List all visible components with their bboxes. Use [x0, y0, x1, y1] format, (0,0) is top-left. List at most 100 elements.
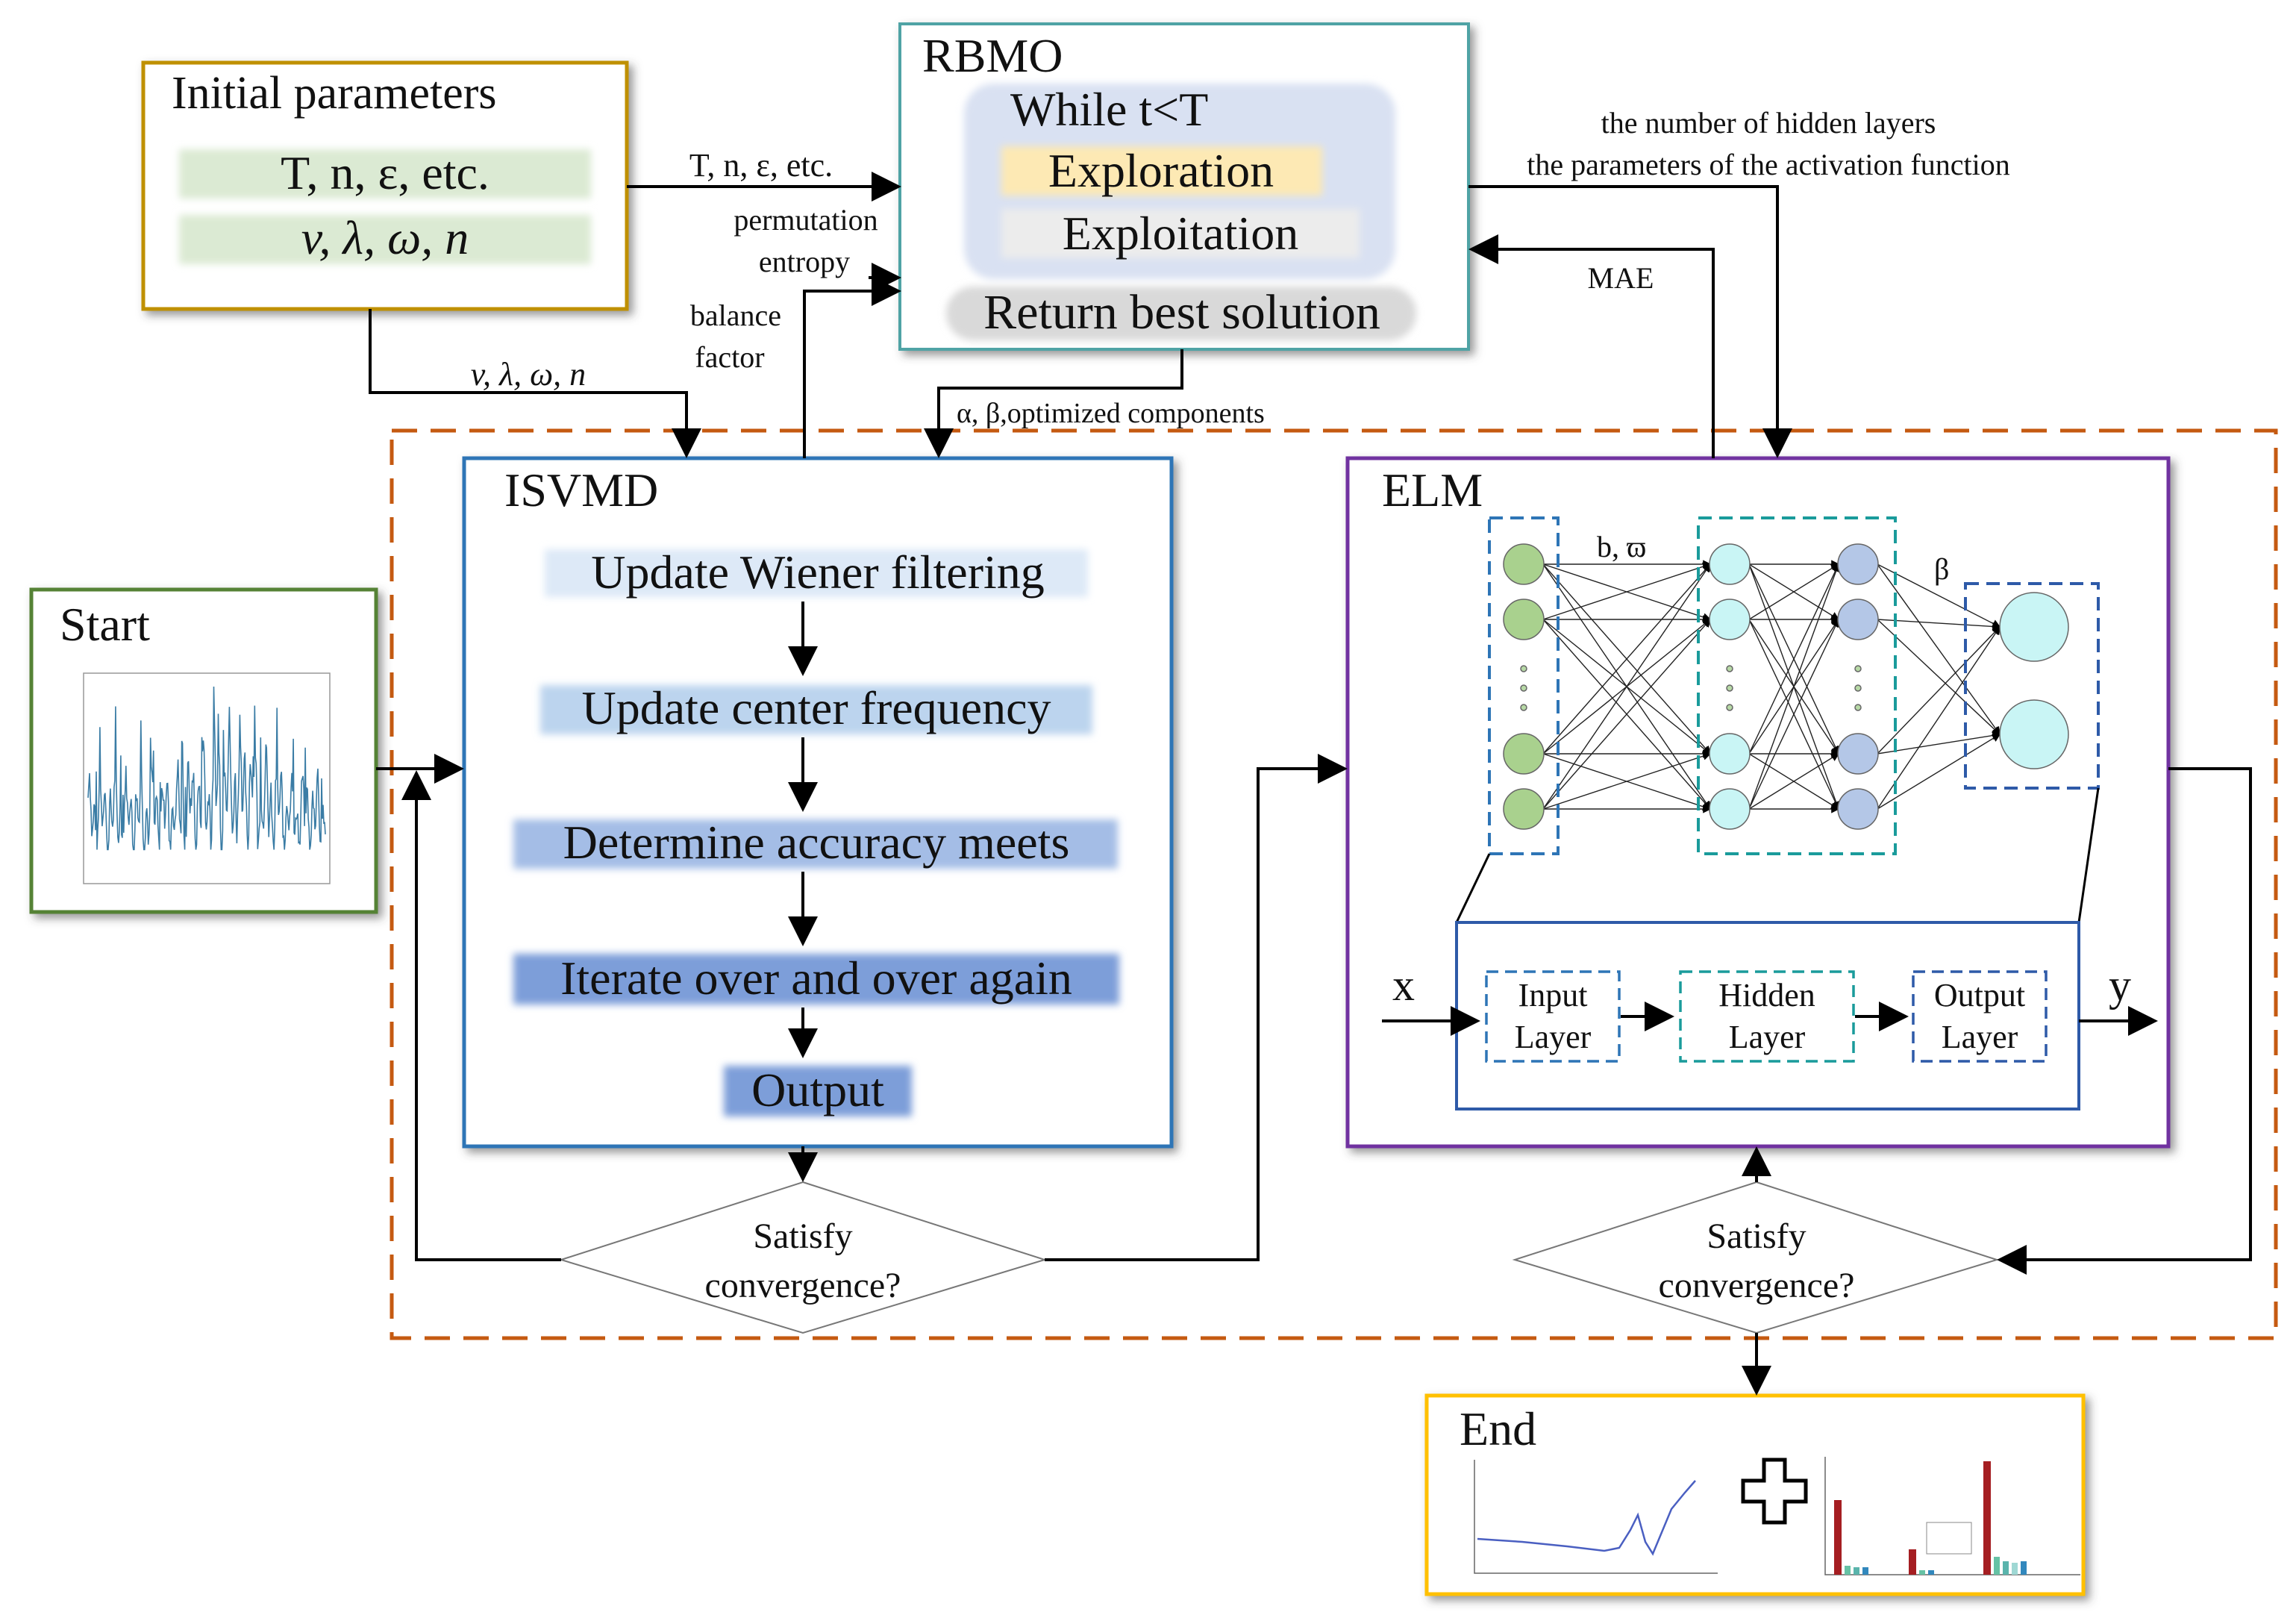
- param-row-1-bg: [179, 149, 591, 199]
- rbmo-to-isvmd-arrow: [924, 349, 1183, 458]
- while-label: While t<T: [1010, 83, 1208, 136]
- network-edge: [1748, 563, 1840, 620]
- ellipsis-dot: [1520, 665, 1527, 672]
- optimization-region: [390, 428, 2278, 1340]
- label-hidden-layers: the number of hidden layers: [1601, 106, 1936, 140]
- label-activation: the parameters of the activation functio…: [1527, 148, 2010, 181]
- b-omega-label: b, ϖ: [1597, 530, 1646, 563]
- network-edge: [1877, 731, 2001, 755]
- ellipsis-dot: [1854, 684, 1862, 692]
- hidden-node: [1837, 599, 1879, 640]
- step-4-bg: [513, 954, 1119, 1005]
- ellipsis-dot: [1726, 684, 1733, 692]
- step-5-bg: [724, 1066, 912, 1116]
- elm-to-decision-right-arrow: [1997, 767, 2252, 1275]
- network-edge: [1748, 563, 1839, 755]
- decision-left-to-elm-arrow: [1045, 754, 1348, 1261]
- decision-right-line-1: Satisfy: [1707, 1216, 1806, 1256]
- isvmd-title: ISVMD: [504, 463, 658, 516]
- schematic-output-label-2: Layer: [1942, 1019, 2018, 1055]
- network-edge: [1542, 618, 1711, 810]
- input-layer-group: [1488, 516, 1560, 855]
- exploration-bg: [1001, 146, 1322, 196]
- network-edge: [1877, 619, 2001, 631]
- isvmd-box: ISVMD Update Wiener filtering Update cen…: [462, 456, 1174, 1149]
- end-title: End: [1460, 1402, 1536, 1455]
- decision-right: Satisfy convergence?: [1512, 1181, 2000, 1334]
- ellipsis-dot: [1726, 665, 1733, 672]
- label-factor: factor: [695, 340, 764, 374]
- network-edge: [1877, 734, 2001, 810]
- label-balance: balance: [690, 299, 781, 332]
- hidden-node: [1709, 599, 1751, 640]
- zoom-line-right: [2077, 787, 2100, 923]
- plus-icon: [1741, 1458, 1808, 1525]
- label-mae: MAE: [1588, 261, 1654, 295]
- label-alpha-beta: α, β,optimized components: [957, 398, 1265, 429]
- schematic-hidden-label-1: Hidden: [1718, 977, 1815, 1013]
- elm-to-rbmo-mae-arrow: [1468, 234, 1715, 458]
- rbmo-box: RBMO While t<T Exploration Exploitation …: [898, 22, 1470, 351]
- return-bg: [946, 287, 1416, 340]
- schematic-input-label-2: Layer: [1515, 1019, 1592, 1055]
- y-label: y: [2109, 960, 2131, 1010]
- label-permutation: permutation: [733, 203, 878, 237]
- schematic-hidden-label-2: Layer: [1729, 1019, 1806, 1055]
- step-5: Output: [751, 1063, 884, 1116]
- network-edge: [1748, 753, 1840, 810]
- exploitation-bg: [1001, 209, 1360, 258]
- network-edge: [1542, 562, 1712, 620]
- return-label: Return best solution: [983, 285, 1380, 340]
- hidden-node: [1709, 733, 1751, 775]
- decision-left-loop-arrow: [401, 770, 561, 1261]
- elm-title: ELM: [1382, 463, 1483, 516]
- start-title: Start: [60, 598, 150, 651]
- input-node: [1503, 599, 1545, 640]
- hidden-node: [1837, 543, 1879, 585]
- label-t-params: T, n, ε, etc.: [689, 147, 833, 184]
- initial-parameters-title: Initial parameters: [172, 68, 497, 119]
- step-2-bg: [540, 685, 1092, 734]
- ellipsis-dot: [1520, 684, 1527, 692]
- network-edge: [1542, 563, 1711, 755]
- start-box: Start: [29, 587, 378, 914]
- schematic-output-layer: [1912, 970, 2048, 1063]
- param-row-1: T, n, ε, etc.: [281, 146, 489, 199]
- step-3-bg: [513, 819, 1118, 869]
- ellipsis-dot: [1726, 704, 1733, 711]
- exploration-label: Exploration: [1048, 144, 1274, 197]
- ellipsis-dot: [1854, 704, 1862, 711]
- schematic-hidden-layer: [1679, 970, 1855, 1063]
- hidden-node: [1709, 788, 1751, 830]
- end-bar-chart: [1824, 1457, 2080, 1575]
- hidden-node: [1709, 543, 1751, 585]
- input-node: [1503, 733, 1545, 775]
- ellipsis-dot: [1854, 665, 1862, 672]
- input-node: [1503, 543, 1545, 585]
- beta-label: β: [1934, 552, 1949, 586]
- network-connections: [1542, 560, 2001, 813]
- initial-parameters-box: Initial parameters T, n, ε, etc. v, λ, ω…: [141, 60, 629, 311]
- start-signal-plot: [83, 672, 331, 884]
- network-edge: [1877, 563, 2001, 628]
- end-box: End: [1424, 1393, 2086, 1596]
- network-nodes: [1503, 543, 2069, 830]
- network-edge: [1748, 563, 1840, 810]
- step-4: Iterate over and over again: [560, 952, 1072, 1005]
- schematic-input-label-1: Input: [1518, 977, 1588, 1013]
- step-1: Update Wiener filtering: [591, 546, 1045, 599]
- label-v-params: v, λ, ω, n: [471, 356, 586, 393]
- hidden-layer-group: [1697, 516, 1897, 855]
- end-line-chart: [1474, 1460, 1718, 1574]
- isvmd-to-rbmo-balance-arrow: [803, 276, 901, 458]
- output-layer-group: [1964, 582, 2100, 790]
- param-row-2-bg: [179, 215, 591, 264]
- rbmo-title: RBMO: [922, 29, 1063, 82]
- decision-left-line-2: convergence?: [705, 1266, 901, 1305]
- decision-left: Satisfy convergence?: [558, 1181, 1048, 1334]
- hidden-node: [1837, 788, 1879, 830]
- elm-box: ELM b, ϖ β x Input Layer Hidden Layer Ou…: [1345, 456, 2171, 1149]
- network-edge: [1877, 563, 2001, 736]
- network-edge: [1877, 625, 2001, 810]
